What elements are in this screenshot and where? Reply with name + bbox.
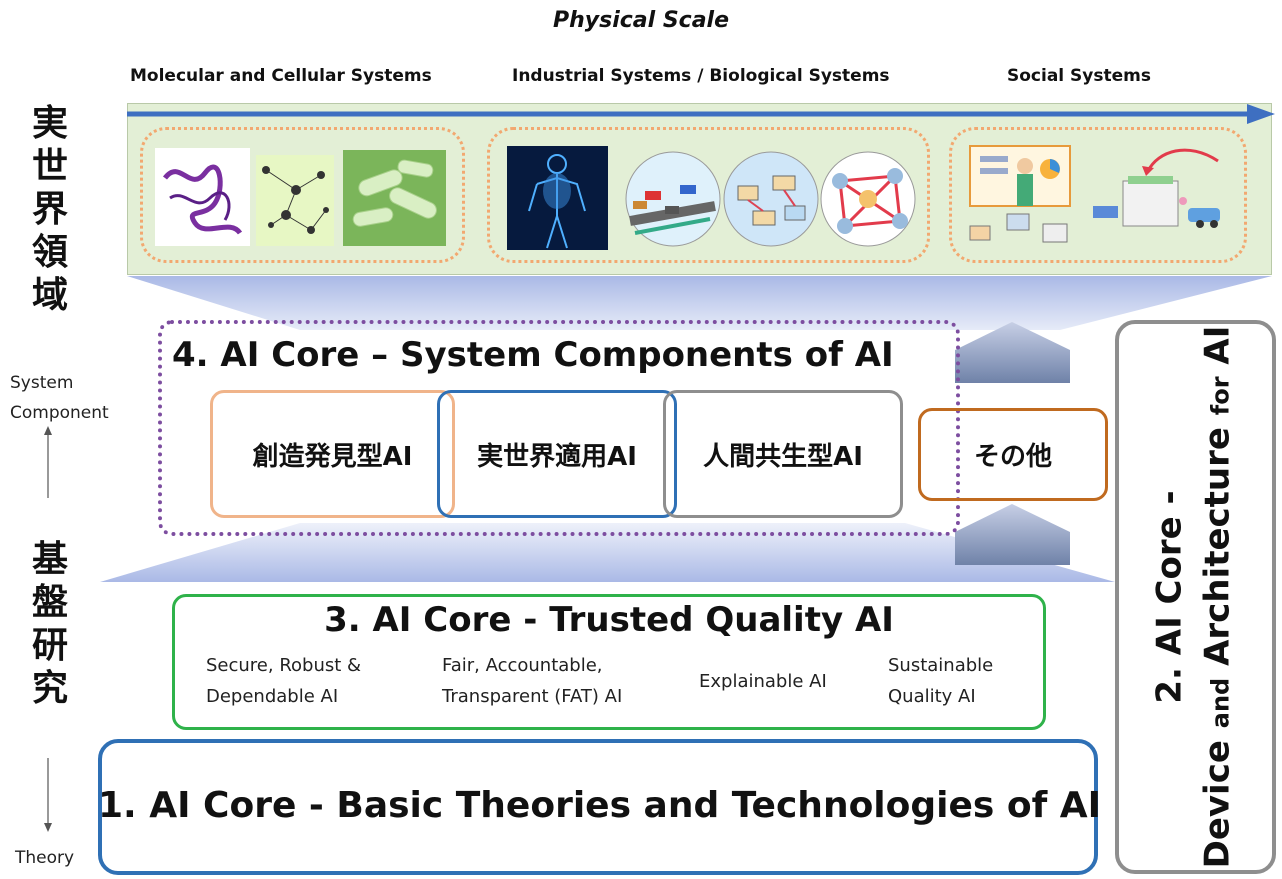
core2-rotated-text: 2. AI Core - Device and Architecture for… xyxy=(1146,320,1245,874)
system-component-label: System Component xyxy=(10,373,109,423)
core2-for: for xyxy=(1206,376,1235,416)
core3-item-sustainable-line1: Sustainable xyxy=(888,655,994,676)
core2-and: and xyxy=(1206,677,1235,729)
city-services-icon xyxy=(969,145,1071,243)
core3-item-sustainable: Sustainable Quality AI xyxy=(888,650,993,712)
core3-box xyxy=(172,594,1046,730)
core3-item-fat: Fair, Accountable, Transparent (FAT) AI xyxy=(442,650,622,712)
core3-item-fat-line2: Transparent (FAT) AI xyxy=(442,686,623,707)
protein-structure-icon xyxy=(155,148,250,246)
lower-funnel-shape xyxy=(100,523,1115,582)
core3-item-secure: Secure, Robust & Dependable AI xyxy=(206,650,361,712)
core2-ai: AI xyxy=(1197,325,1238,365)
real-world-label: 実世界領域 xyxy=(28,102,72,317)
upper-funnel-shape xyxy=(127,276,1272,330)
community-transport-icon xyxy=(1093,148,1220,228)
industrial-group xyxy=(487,127,930,263)
core1-box xyxy=(98,739,1098,875)
up-arrow-lower-shape xyxy=(955,504,1070,565)
core2-device: Device xyxy=(1197,740,1238,869)
core1-title: 1. AI Core - Basic Theories and Technolo… xyxy=(98,785,1102,826)
real-world-ai-box: 実世界適用AI xyxy=(437,390,677,518)
core2-architecture: Architecture xyxy=(1197,427,1238,666)
basic-research-text: 基盤研究 xyxy=(31,539,68,709)
core3-title: 3. AI Core - Trusted Quality AI xyxy=(324,600,894,640)
scale-label-industrial: Industrial Systems / Biological Systems xyxy=(512,66,890,86)
scale-label-molecular: Molecular and Cellular Systems xyxy=(130,66,432,86)
social-group xyxy=(949,127,1247,263)
other-box: その他 xyxy=(918,408,1108,501)
core3-item-explainable-line1: Explainable AI xyxy=(699,671,827,692)
physical-scale-title: Physical Scale xyxy=(552,8,730,33)
up-arrow-upper-shape xyxy=(955,322,1070,383)
core3-item-explainable: Explainable AI xyxy=(699,666,827,697)
scale-label-social: Social Systems xyxy=(1007,66,1151,86)
axis-arrow-down-head xyxy=(44,823,52,832)
core3-item-sustainable-line2: Quality AI xyxy=(888,686,976,707)
core4-title: 4. AI Core – System Components of AI xyxy=(172,335,894,375)
human-body-icon xyxy=(507,146,608,250)
real-world-text: 実世界領域 xyxy=(31,103,68,316)
core4-frame xyxy=(158,320,960,536)
physical-scale-arrow xyxy=(127,104,1275,124)
core3-item-fat-line1: Fair, Accountable, xyxy=(442,655,603,676)
molecular-group xyxy=(140,127,465,263)
molecule-lattice-icon xyxy=(256,155,334,246)
axis-arrow-up-head xyxy=(44,426,52,435)
theory-label: Theory xyxy=(15,848,75,868)
bacteria-icon xyxy=(343,150,446,246)
core2-line1: 2. AI Core - xyxy=(1149,490,1190,704)
factory-system-icon xyxy=(723,151,819,247)
creative-discovery-ai-box: 創造発見型AI xyxy=(210,390,455,518)
core3-item-secure-line2: Dependable AI xyxy=(206,686,339,707)
human-symbiotic-ai-box: 人間共生型AI xyxy=(663,390,903,518)
core3-item-secure-line1: Secure, Robust & xyxy=(206,655,362,676)
network-system-icon xyxy=(820,151,916,247)
core2-box xyxy=(1115,320,1276,874)
core2-line2: Device and Architecture for AI xyxy=(1194,320,1245,874)
basic-research-label: 基盤研究 xyxy=(28,538,72,710)
traffic-system-icon xyxy=(625,151,721,247)
core2-text-container: 2. AI Core - Device and Architecture for… xyxy=(1115,320,1276,874)
